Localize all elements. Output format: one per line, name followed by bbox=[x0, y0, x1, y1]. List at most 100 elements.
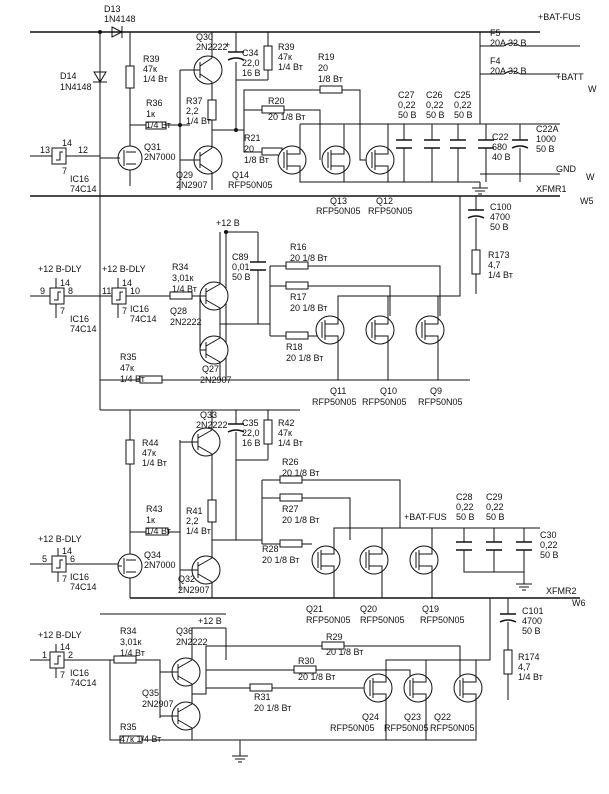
r34a-ref: R34 bbox=[172, 262, 189, 272]
net-xfmr2: XFMR2 bbox=[546, 586, 577, 596]
q12-ref: Q12 bbox=[376, 196, 393, 206]
r35b-value: 47к 1/4 Вт bbox=[120, 734, 161, 744]
c25-rating: 50 В bbox=[454, 110, 473, 120]
c29-ref: C29 bbox=[486, 492, 503, 502]
supply-12b-dly-2: +12 B-DLY bbox=[102, 264, 146, 274]
r36-value: 1к bbox=[146, 109, 155, 119]
r36-ref: R36 bbox=[146, 98, 163, 108]
d14-value: 1N4148 bbox=[60, 82, 92, 92]
r41-rating: 1/4 Вт bbox=[186, 526, 211, 536]
mosfet-q24 bbox=[363, 673, 393, 703]
net-w-top: W bbox=[588, 84, 597, 94]
resistor-r41 bbox=[207, 499, 217, 523]
r34b-value: 3,01к bbox=[120, 637, 142, 647]
mosfet-q13 bbox=[321, 145, 351, 175]
r174-rating: 1/4 Вт bbox=[518, 672, 543, 682]
q9-ref: Q9 bbox=[430, 386, 442, 396]
ic4-type: 74C14 bbox=[70, 582, 97, 592]
r34b-ref: R34 bbox=[120, 626, 137, 636]
f4-value: 20A 32 B bbox=[490, 66, 527, 76]
r16-value: 20 1/8 Вт bbox=[290, 253, 327, 263]
r42-value: 47к bbox=[278, 428, 292, 438]
net-bat-fus-mid: +BAT-FUS bbox=[404, 512, 447, 522]
r39b-rating: 1/4 Вт bbox=[278, 62, 303, 72]
ic4-pin-gnd: 7 bbox=[62, 574, 67, 584]
r34a-value: 3,01к bbox=[172, 273, 194, 283]
r28-ref: R28 bbox=[262, 544, 279, 554]
c25-ref: C25 bbox=[454, 90, 471, 100]
q13-value: RFP50N05 bbox=[316, 206, 361, 216]
q11-ref: Q11 bbox=[330, 386, 346, 396]
d13-value: 1N4148 bbox=[104, 14, 136, 24]
q36-value: 2N2222 bbox=[176, 637, 208, 647]
q12-value: RFP50N05 bbox=[368, 206, 413, 216]
net-w-gnd: W bbox=[586, 172, 595, 182]
r173-ref: R173 bbox=[488, 250, 510, 260]
r173-value: 4,7 bbox=[488, 260, 501, 270]
diode-d13 bbox=[111, 26, 124, 38]
net-bat-fus-top: +BAT-FUS bbox=[538, 12, 581, 22]
resistor-r35b bbox=[119, 735, 143, 744]
ic4-pin-vcc: 14 bbox=[62, 546, 72, 556]
ic3-ref: IC16 bbox=[130, 304, 149, 314]
q32-value: 2N2907 bbox=[178, 585, 210, 595]
ic1-type: 74C14 bbox=[70, 184, 97, 194]
ic1-pin-out: 12 bbox=[78, 145, 88, 155]
r34a-rating: 1/4 Вт bbox=[172, 284, 197, 294]
c29-rating: 50 В bbox=[486, 512, 505, 522]
r44-ref: R44 bbox=[142, 438, 159, 448]
c101-ref: C101 bbox=[522, 606, 544, 616]
q28-value: 2N2222 bbox=[170, 317, 202, 327]
q14-ref: Q14 bbox=[232, 170, 249, 180]
q30-value: 2N2222 bbox=[196, 42, 228, 52]
q32-ref: Q32 bbox=[178, 574, 195, 584]
ic1-pin-in: 13 bbox=[40, 145, 50, 155]
resistor-r18 bbox=[285, 331, 309, 340]
transistor-q31 bbox=[117, 145, 143, 171]
c26-ref: C26 bbox=[426, 90, 443, 100]
q28-ref: Q28 bbox=[170, 306, 187, 316]
ic5-pin-in: 1 bbox=[42, 650, 47, 660]
c22-value: 680 bbox=[492, 142, 507, 152]
resistor-r31 bbox=[249, 683, 273, 692]
q13-ref: Q13 bbox=[330, 196, 347, 206]
q20-value: RFP50N05 bbox=[360, 615, 405, 625]
r35b-ref: R35 bbox=[120, 722, 137, 732]
resistor-r29 bbox=[321, 641, 345, 650]
ic5-ref: IC16 bbox=[70, 668, 89, 678]
c29-value: 0,22 bbox=[486, 502, 504, 512]
supply-12b-1: +12 B bbox=[216, 218, 240, 228]
c34-rating: 16 В bbox=[242, 68, 261, 78]
net-w6: W6 bbox=[572, 598, 586, 608]
q19-value: RFP50N05 bbox=[420, 615, 465, 625]
d14-ref: D14 bbox=[60, 71, 77, 81]
ic16-gate-2 bbox=[49, 287, 65, 305]
r42-rating: 1/4 Вт bbox=[278, 438, 303, 448]
mosfet-q10 bbox=[365, 315, 395, 345]
r39a-value: 47к bbox=[143, 64, 157, 74]
ic4-ref: IC16 bbox=[70, 572, 89, 582]
ic3-pin-in: 11 bbox=[102, 286, 111, 296]
r27-ref: R27 bbox=[282, 504, 299, 514]
c22-ref: C22 bbox=[492, 132, 509, 142]
ic3-pin-vcc: 14 bbox=[122, 278, 132, 288]
c28-rating: 50 В bbox=[456, 512, 475, 522]
ic1-pin-vcc: 14 bbox=[62, 138, 72, 148]
r43-ref: R43 bbox=[146, 504, 163, 514]
mosfet-q12 bbox=[365, 145, 395, 175]
ic2-type: 74C14 bbox=[70, 324, 97, 334]
r19-ref: R19 bbox=[318, 52, 335, 62]
r39b-value: 47к bbox=[278, 52, 292, 62]
r41-value: 2,2 bbox=[186, 516, 199, 526]
ic2-pin-gnd: 7 bbox=[60, 306, 65, 316]
c100-value: 4700 bbox=[490, 212, 510, 222]
f5-ref: F5 bbox=[490, 28, 501, 38]
mosfet-q21 bbox=[311, 545, 341, 575]
q33-value: 2N2222 bbox=[196, 420, 228, 430]
r41-ref: R41 bbox=[186, 506, 203, 516]
supply-12b-2: +12 B bbox=[198, 616, 222, 626]
q29-ref: Q29 bbox=[176, 170, 193, 180]
q14-value: RFP50N05 bbox=[228, 180, 273, 190]
c26-rating: 50 В bbox=[426, 110, 445, 120]
